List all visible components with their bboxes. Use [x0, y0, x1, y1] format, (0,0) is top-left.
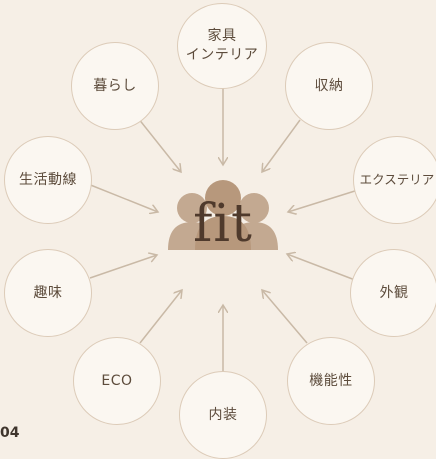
- node-gaikan: 外観: [350, 249, 436, 337]
- node-kinousei: 機能性: [287, 337, 375, 425]
- arrow-gaikan: [287, 254, 356, 281]
- node-shumi: 趣味: [4, 249, 92, 337]
- arrow-kurashi: [137, 117, 181, 172]
- node-naisou: 内装: [179, 371, 267, 459]
- node-shuno: 収納: [285, 42, 373, 130]
- node-seikatsu-dousen: 生活動線: [4, 136, 92, 224]
- arrow-shuno: [262, 119, 301, 172]
- arrow-eco: [139, 290, 182, 344]
- arrow-shumi: [89, 255, 157, 279]
- fit-logo-text: fit: [193, 194, 253, 254]
- page-number: 04: [0, 425, 20, 441]
- node-eco: ECO: [73, 337, 161, 425]
- node-kagu-interior: 家具 インテリア: [177, 3, 267, 89]
- arrow-exterior: [288, 189, 359, 212]
- arrow-kinousei: [262, 290, 308, 344]
- people-group-icon: [168, 180, 278, 250]
- arrow-seikatsu: [87, 183, 158, 212]
- node-exterior: エクステリア: [353, 136, 436, 224]
- node-kurashi: 暮らし: [71, 42, 159, 130]
